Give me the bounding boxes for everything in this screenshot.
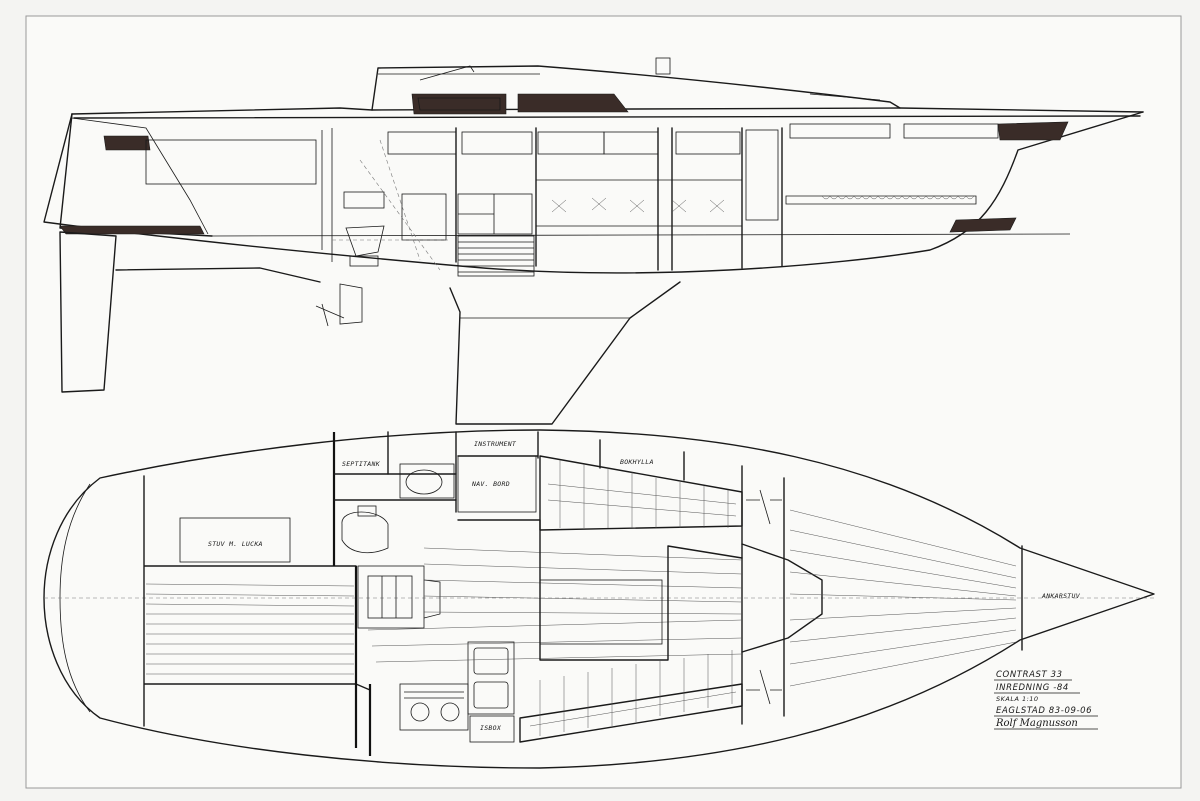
title-line-4: EAGLSTAD 83-09-06 — [996, 706, 1092, 716]
keel — [449, 281, 681, 425]
title-line-2: INREDNING -84 — [996, 683, 1069, 693]
label-instrument: INSTRUMENT — [474, 440, 517, 448]
label-bokhylla: BOKHYLLA — [620, 458, 654, 466]
label-septitank: SEPTITANK — [342, 460, 381, 468]
portlight-2 — [517, 93, 629, 113]
portlight-1 — [411, 93, 507, 115]
label-stuv-lucka: STUV M. LUCKA — [208, 540, 263, 548]
title-line-3: SKALA 1:10 — [996, 695, 1039, 703]
interior-profile — [145, 123, 999, 277]
title-block: CONTRAST 33 INREDNING -84 SKALA 1:10 EAG… — [994, 670, 1098, 730]
label-nav-bord: NAV. BORD — [471, 480, 510, 488]
signature: Rolf Magnusson — [995, 718, 1078, 729]
hull-plan-outline — [43, 429, 1155, 769]
label-isbox: ISBOX — [480, 724, 502, 732]
title-line-1: CONTRAST 33 — [996, 670, 1063, 680]
rudder — [59, 231, 117, 393]
plan-view — [43, 429, 1155, 769]
side-elevation-view — [43, 57, 1144, 425]
label-ankarstuv: ANKARSTUV — [1041, 592, 1081, 600]
